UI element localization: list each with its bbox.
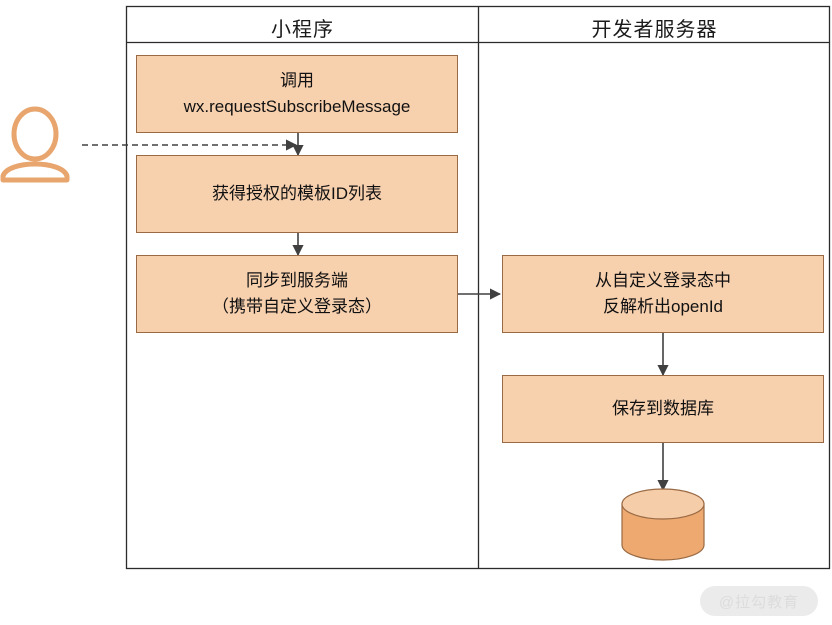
watermark-badge: @拉勾教育: [700, 586, 818, 616]
database-cylinder-shape: [621, 488, 705, 561]
node-sync-to-server-line1: 同步到服务端: [246, 271, 348, 290]
node-call-api[interactable]: 调用 wx.requestSubscribeMessage: [136, 55, 458, 133]
node-sync-to-server[interactable]: 同步到服务端 （携带自定义登录态）: [136, 255, 458, 333]
watermark-label: @拉勾教育: [718, 593, 800, 611]
node-get-template-ids-line1: 获得授权的模板ID列表: [212, 184, 382, 203]
node-call-api-line2: wx.requestSubscribeMessage: [183, 97, 411, 116]
node-save-db-line1: 保存到数据库: [612, 399, 714, 418]
node-save-db[interactable]: 保存到数据库: [502, 375, 824, 443]
node-parse-openid-line1: 从自定义登录态中: [595, 271, 731, 290]
node-sync-to-server-line2: （携带自定义登录态）: [212, 297, 382, 316]
node-get-template-ids[interactable]: 获得授权的模板ID列表: [136, 155, 458, 233]
node-call-api-line1: 调用: [280, 71, 314, 90]
user-actor-icon: [0, 106, 70, 183]
node-parse-openid[interactable]: 从自定义登录态中 反解析出openId: [502, 255, 824, 333]
node-parse-openid-line2: 反解析出openId: [603, 297, 723, 316]
lane-title-server: 开发者服务器: [591, 19, 718, 41]
lane-title-miniprogram: 小程序: [271, 19, 334, 41]
